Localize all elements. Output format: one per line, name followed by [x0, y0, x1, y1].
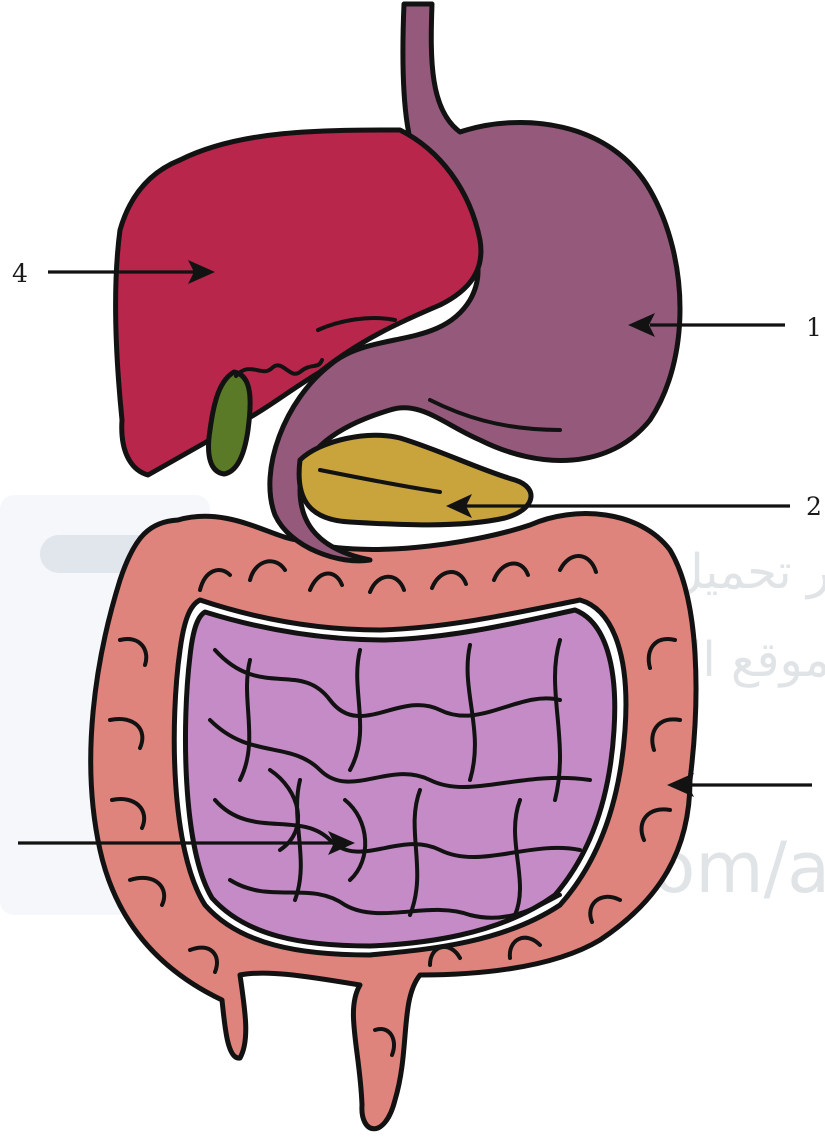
- label-2: 2: [806, 492, 822, 521]
- label-4: 4: [12, 259, 28, 288]
- small-intestine: [185, 610, 614, 946]
- label-1: 1: [806, 313, 822, 342]
